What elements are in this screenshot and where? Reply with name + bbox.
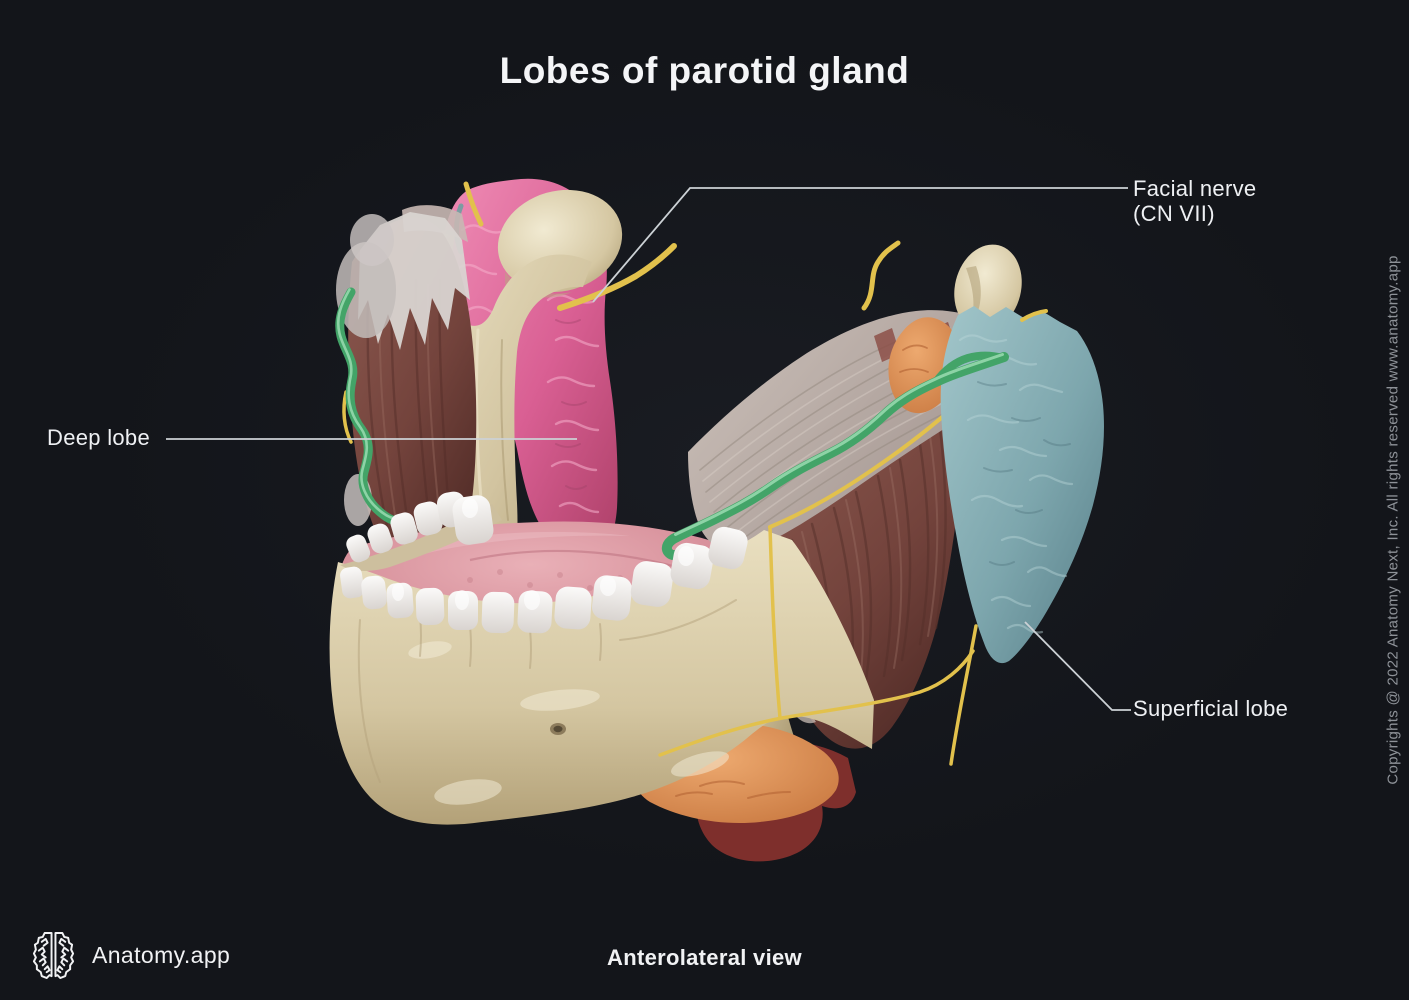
deep-lobe-label: Deep lobe — [47, 425, 150, 450]
page-title: Lobes of parotid gland — [499, 50, 910, 91]
facial-nerve-twig-right — [1020, 309, 1048, 322]
leader-lines — [166, 187, 1131, 711]
brand-footer: Anatomy.app — [30, 929, 230, 982]
brand-name: Anatomy.app — [92, 942, 231, 968]
teeth-front-arc — [340, 498, 748, 634]
brain-icon — [32, 932, 75, 979]
facial-nerve-jaw-branches — [658, 525, 978, 766]
facial-nerve-label-line1: Facial nerve — [1133, 176, 1257, 201]
superficial-lobe-label: Superficial lobe — [1133, 696, 1289, 721]
parotid-duct — [661, 351, 1009, 561]
medial-pterygoid-muscle — [336, 205, 477, 583]
superficial-lobe-leader-line — [1024, 621, 1131, 711]
facial-nerve-label: Facial nerve (CN VII) — [1133, 176, 1256, 226]
facial-nerve-leader-line — [592, 187, 1128, 303]
view-caption: Anterolateral view — [607, 945, 802, 970]
superficial-lobe-shape — [940, 306, 1104, 664]
copyright-text: Copyrights @ 2022 Anatomy Next, Inc. All… — [1384, 255, 1402, 785]
facial-nerve-upper-twigs — [463, 181, 901, 311]
facial-nerve-label-line2: (CN VII) — [1133, 201, 1215, 226]
parotid-duct-left — [335, 287, 409, 526]
